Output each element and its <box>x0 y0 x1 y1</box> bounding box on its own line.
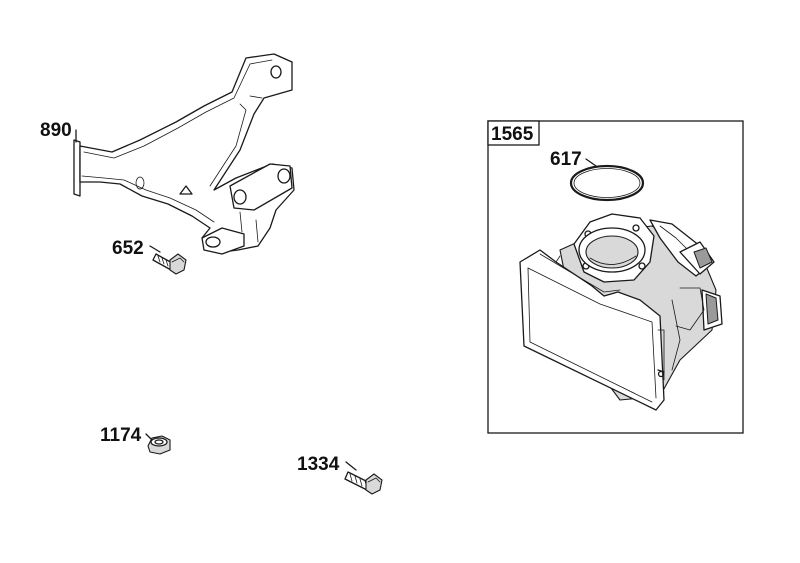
bolt-652 <box>152 253 187 275</box>
bolt-1334 <box>344 471 383 495</box>
callout-1174: 1174 <box>100 425 142 446</box>
callout-890: 890 <box>40 120 72 141</box>
callout-1334: 1334 <box>297 454 340 475</box>
o-ring-617 <box>569 164 645 202</box>
nut-1174 <box>147 435 171 455</box>
callout-1565: 1565 <box>491 124 534 145</box>
bracket-890 <box>73 53 295 255</box>
kit-box-1565 <box>487 120 744 434</box>
throttle-body-assembly <box>519 213 723 411</box>
callout-652: 652 <box>112 238 144 259</box>
leader-lines <box>75 129 597 471</box>
callout-617: 617 <box>550 149 582 170</box>
